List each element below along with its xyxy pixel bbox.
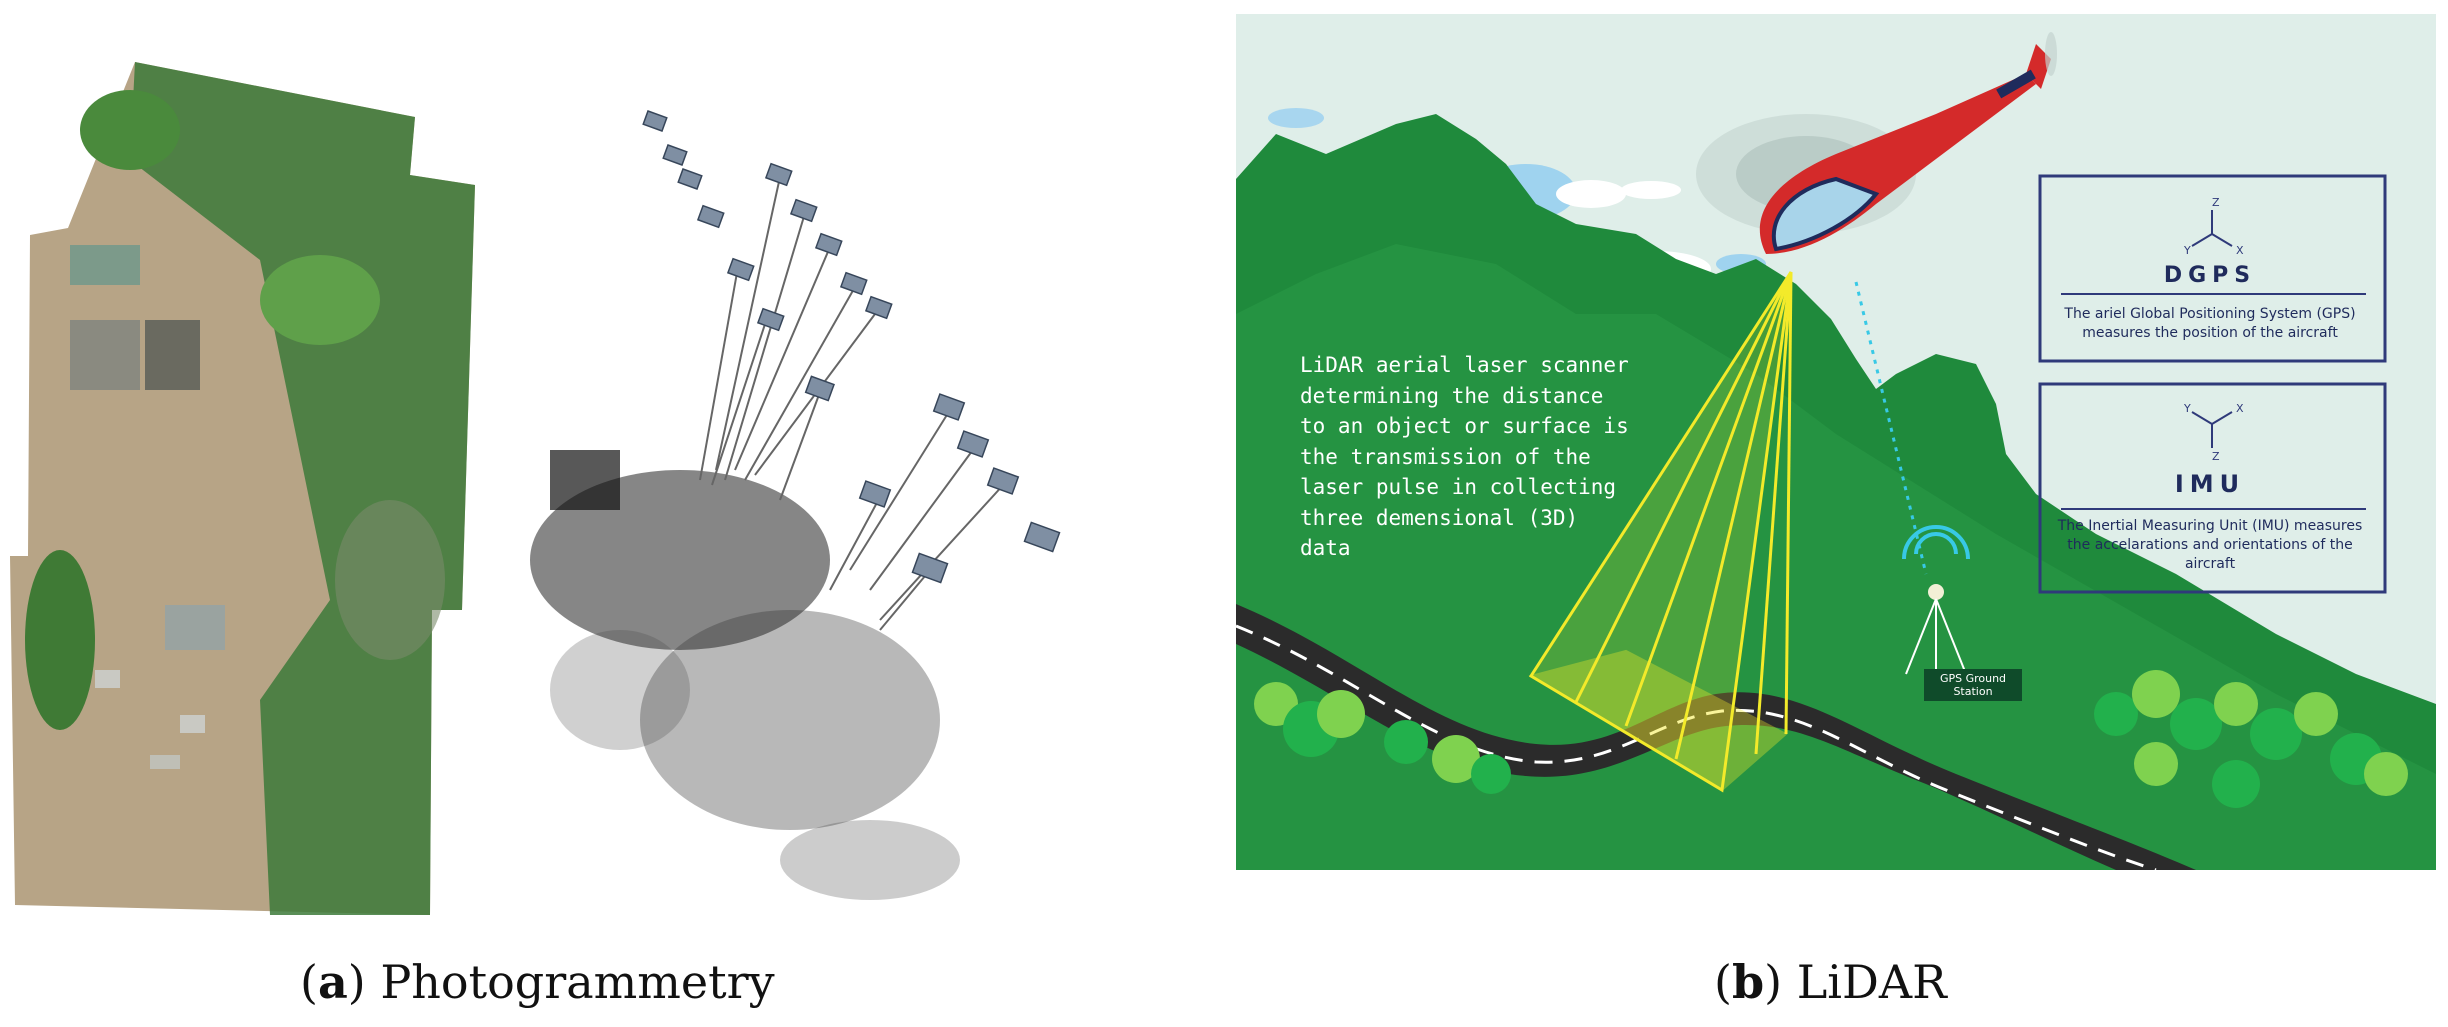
imu-axis-y: Y [2183, 402, 2191, 415]
panel-lidar: Z Y X Z Y X [1236, 14, 2436, 870]
gps-ground-station [1902, 525, 2022, 701]
imu-axis-x: X [2236, 402, 2244, 415]
caption-text-b: LiDAR [1796, 955, 1947, 1009]
camera-rays [699, 176, 1006, 631]
dgps-axis-y: Y [2183, 244, 2191, 257]
point-cloud [530, 450, 960, 900]
caption-lidar: (b) LiDAR [1714, 955, 1947, 1009]
dgps-title: DGPS [2163, 263, 2257, 288]
laser-beams [1528, 271, 1793, 793]
lidar-illustration: Z Y X Z Y X [1236, 14, 2436, 870]
caption-text-a: Photogrammetry [380, 955, 775, 1009]
dgps-axis-x: X [2236, 244, 2244, 257]
trees [1254, 670, 2408, 808]
lidar-description: LiDAR aerial laser scanner determining t… [1300, 353, 1629, 560]
dgps-description: The ariel Global Positioning System (GPS… [2064, 306, 2356, 341]
imu-description: The Inertial Measuring Unit (IMU) measur… [2057, 518, 2363, 572]
imu-title: IMU [2174, 470, 2246, 498]
photogrammetry-illustration [10, 62, 1061, 915]
imu-box [2038, 382, 2387, 594]
caption-letter-b: b [1731, 955, 1765, 1009]
dgps-axis-icon [2191, 210, 2233, 247]
panel-photogrammetry [0, 0, 1150, 940]
caption-letter-a: a [317, 955, 348, 1009]
caption-photogrammetry: (a) Photogrammetry [300, 955, 775, 1009]
imu-axis-z: Z [2212, 450, 2220, 463]
camera-frustums [642, 110, 1061, 584]
gps-link [1854, 281, 1928, 575]
dgps-box [2038, 174, 2387, 363]
road [1236, 604, 2196, 870]
imu-axis-icon [2191, 411, 2233, 448]
dgps-axis-z: Z [2212, 196, 2220, 209]
ground-station-label: GPS Ground Station [1939, 672, 2007, 698]
helicopter [1696, 32, 2057, 254]
